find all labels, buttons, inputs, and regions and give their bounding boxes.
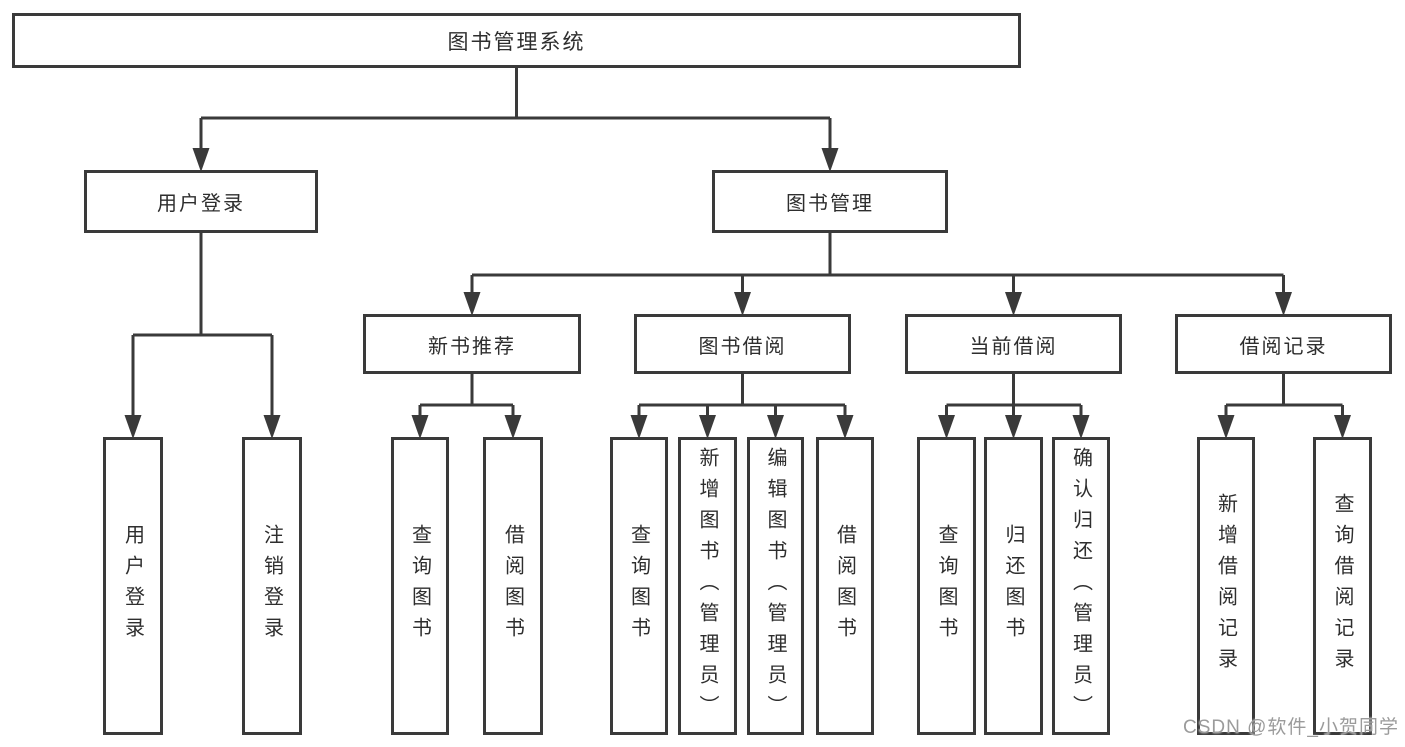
node-label: 注销登录: [260, 524, 283, 648]
node-cb-confirm-return: 确认归还（管理员）: [1052, 437, 1110, 735]
watermark: CSDN @软件_小贺同学: [1183, 717, 1399, 738]
node-bb-borrow-books: 借阅图书: [816, 437, 874, 735]
node-label: 图书管理: [786, 193, 874, 215]
node-label: 编辑图书（管理员）: [764, 446, 786, 726]
node-label: 查询图书: [935, 524, 957, 648]
node-book-borrowing: 图书借阅: [634, 314, 851, 374]
node-borrowing-records: 借阅记录: [1175, 314, 1392, 374]
node-label: 用户登录: [157, 193, 245, 215]
node-br-query-record: 查询借阅记录: [1313, 437, 1372, 735]
node-label: 借阅图书: [833, 524, 856, 648]
node-leaf-logout: 注销登录: [242, 437, 302, 735]
arrowhead: [1275, 292, 1292, 316]
node-user-login: 用户登录: [84, 170, 318, 233]
arrowhead: [192, 148, 210, 172]
arrowhead: [263, 415, 281, 439]
node-bb-edit-books: 编辑图书（管理员）: [747, 437, 804, 735]
node-label: 查询图书: [627, 524, 650, 648]
node-cb-return-books: 归还图书: [984, 437, 1043, 735]
node-new-book-recommend: 新书推荐: [363, 314, 581, 374]
arrowhead: [463, 292, 481, 316]
node-nb-query-books: 查询图书: [391, 437, 449, 735]
node-label: 图书借阅: [698, 335, 787, 358]
node-bb-add-books: 新增图书（管理员）: [678, 437, 737, 735]
node-root: 图书管理系统: [12, 13, 1021, 68]
node-label: 新增借阅记录: [1214, 493, 1237, 679]
node-label: 新书推荐: [428, 335, 516, 358]
node-leaf-user-login: 用户登录: [103, 437, 163, 735]
node-label: 查询图书: [408, 524, 431, 648]
arrowhead: [1005, 415, 1022, 439]
node-label: 图书管理系统: [447, 30, 586, 54]
arrowhead: [504, 415, 522, 439]
node-current-borrowing: 当前借阅: [905, 314, 1122, 374]
arrowhead: [836, 415, 854, 439]
arrowhead: [411, 415, 429, 439]
node-label: 当前借阅: [969, 335, 1058, 358]
arrowhead: [1217, 415, 1235, 439]
arrowhead: [699, 415, 716, 439]
arrowhead: [1072, 415, 1090, 439]
arrowhead: [630, 415, 648, 439]
arrowhead: [767, 415, 784, 439]
arrowhead: [124, 415, 142, 439]
arrowhead: [1334, 415, 1351, 439]
node-label: 归还图书: [1002, 524, 1024, 648]
node-bb-query-books: 查询图书: [610, 437, 668, 735]
arrowhead: [1005, 292, 1022, 316]
node-label: 确认归还（管理员）: [1069, 446, 1092, 726]
node-label: 借阅图书: [501, 524, 524, 648]
node-label: 借阅记录: [1239, 335, 1328, 358]
arrowhead: [938, 415, 955, 439]
node-cb-query-books: 查询图书: [917, 437, 976, 735]
node-label: 查询借阅记录: [1331, 493, 1353, 679]
node-book-management: 图书管理: [712, 170, 948, 233]
node-label: 新增图书（管理员）: [696, 446, 718, 726]
node-br-add-record: 新增借阅记录: [1197, 437, 1255, 735]
connector-path: [131, 68, 1344, 419]
node-nb-borrow-books: 借阅图书: [483, 437, 543, 735]
arrowhead: [734, 292, 751, 316]
node-label: 用户登录: [121, 524, 144, 648]
arrowhead: [821, 148, 839, 172]
